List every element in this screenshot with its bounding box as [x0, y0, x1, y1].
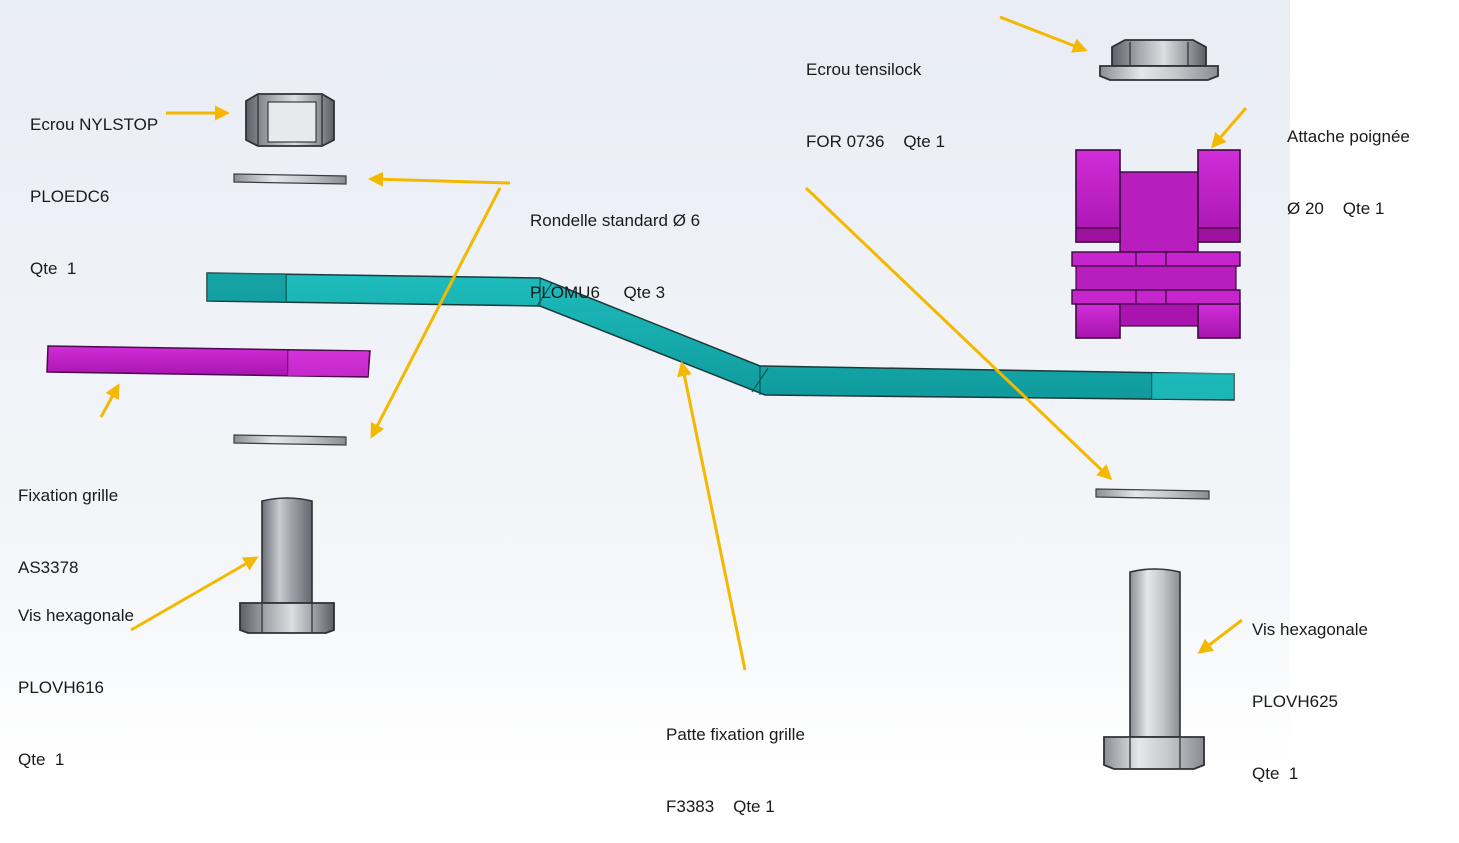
- arrow-rondelle-top: [368, 171, 511, 187]
- label-patte-fixation-grille: Patte fixation grille F3383 Qte 1: [666, 675, 805, 843]
- label-vis-plovh625: Vis hexagonale PLOVH625 Qte 1: [1252, 570, 1368, 810]
- label-line: Vis hexagonale: [1252, 620, 1368, 639]
- label-line: AS3378: [18, 558, 79, 577]
- label-vis-plovh616: Vis hexagonale PLOVH616 Qte 1: [18, 556, 134, 796]
- arrow-patte: [677, 361, 747, 671]
- exploded-assembly-diagram: [0, 0, 1290, 770]
- label-line: Ecrou tensilock: [806, 60, 922, 79]
- bolt-plovh616-part: [239, 497, 335, 634]
- label-line: Qte 1: [1252, 764, 1299, 783]
- label-line: Qte 1: [30, 259, 77, 278]
- label-line: Fixation grille: [18, 486, 119, 505]
- label-attache-poignee: Attache poignée Ø 20 Qte 1: [1287, 77, 1410, 245]
- label-line: Ø 20 Qte 1: [1287, 199, 1385, 218]
- label-fixation-grille: Fixation grille AS3378: [18, 436, 118, 604]
- label-line: Vis hexagonale: [18, 606, 134, 625]
- arrow-tensilock: [999, 15, 1088, 53]
- arrow-rondelle-bottom: [370, 187, 502, 439]
- leader-arrows: [99, 15, 1248, 671]
- label-line: FOR 0736 Qte 1: [806, 132, 945, 151]
- washer-right: [1095, 488, 1210, 500]
- label-line: Rondelle standard Ø 6: [530, 211, 701, 230]
- label-line: PLOVH625: [1252, 692, 1338, 711]
- label-line: PLOEDC6: [30, 187, 110, 206]
- arrow-attache: [1211, 107, 1248, 149]
- fixation-grille-part: [46, 345, 371, 378]
- label-line: Qte 1: [18, 750, 65, 769]
- nylstop-nut-part: [245, 93, 335, 147]
- label-line: PLOMU6 Qte 3: [530, 283, 666, 302]
- patte-fixation-grille-part: [206, 272, 1235, 401]
- washer-top-left: [233, 173, 347, 185]
- label-line: PLOVH616: [18, 678, 104, 697]
- label-line: Patte fixation grille: [666, 725, 805, 744]
- tensilock-nut-part: [1099, 39, 1219, 81]
- label-ecrou-tensilock: Ecrou tensilock FOR 0736 Qte 1: [806, 10, 945, 178]
- arrow-vis-625: [1197, 618, 1243, 654]
- label-line: F3383 Qte 1: [666, 797, 775, 816]
- label-rondelle-standard: Rondelle standard Ø 6 PLOMU6 Qte 3: [530, 161, 700, 329]
- label-ecrou-nylstop: Ecrou NYLSTOP PLOEDC6 Qte 1: [30, 65, 158, 305]
- arrow-rondelle-right: [804, 186, 1113, 481]
- arrow-vis-616: [130, 556, 259, 632]
- label-line: Ecrou NYLSTOP: [30, 115, 159, 134]
- label-line: Attache poignée: [1287, 127, 1410, 146]
- washer-bottom-left: [233, 434, 347, 446]
- attache-poignee-part: [1071, 149, 1241, 339]
- arrow-fixation-grille: [99, 383, 120, 418]
- bolt-plovh625-part: [1103, 568, 1205, 770]
